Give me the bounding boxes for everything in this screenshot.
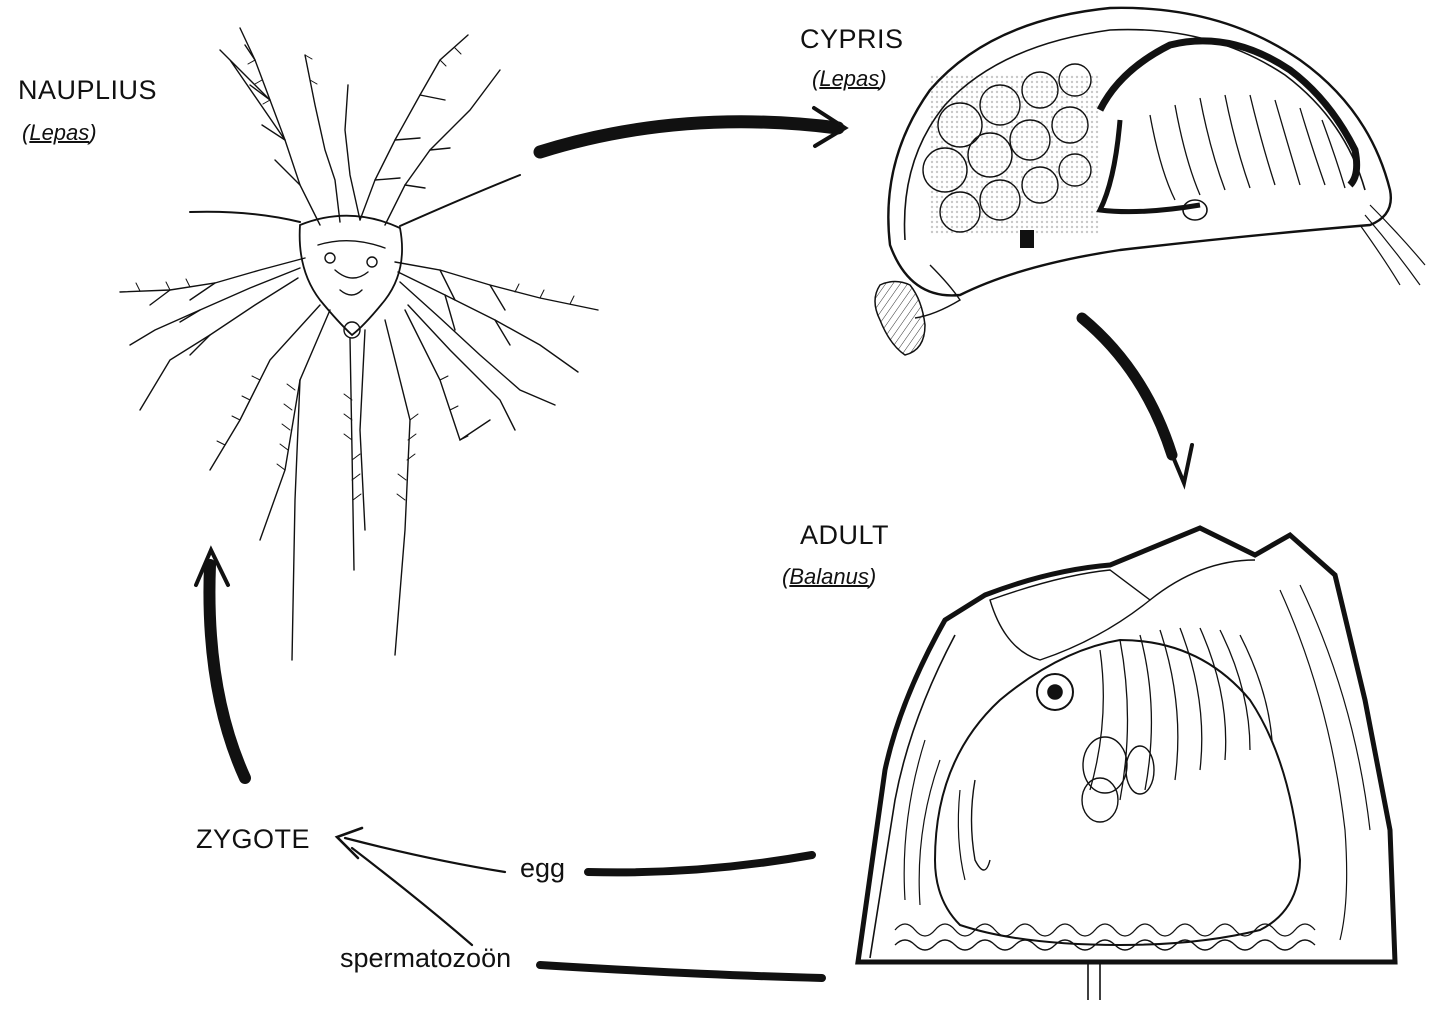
cypris-label: CYPRIS <box>800 26 904 53</box>
spermatozoon-label: spermatozoön <box>340 945 511 972</box>
nauplius-genus-text: Lepas <box>29 120 89 145</box>
arrow-egg <box>588 855 812 872</box>
arrows <box>196 108 1192 978</box>
egg-label: egg <box>520 855 565 882</box>
nauplius-genus: (Lepas) <box>22 122 97 144</box>
adult-genus-text: Balanus <box>789 564 869 589</box>
arrow-sperm <box>540 965 822 978</box>
cypris-genus: (Lepas) <box>812 68 887 90</box>
cypris-genus-text: Lepas <box>819 66 879 91</box>
arrow-zygote-to-nauplius <box>209 565 245 778</box>
cypris-larva-drawing <box>875 8 1425 355</box>
nauplius-label: NAUPLIUS <box>18 77 157 104</box>
arrow-cypris-to-adult <box>1082 318 1172 455</box>
nauplius-larva-drawing <box>120 28 598 660</box>
zygote-label: ZYGOTE <box>196 826 310 853</box>
arrow-nauplius-to-cypris <box>540 122 838 152</box>
adult-label: ADULT <box>800 522 889 549</box>
adult-barnacle-drawing <box>858 528 1395 1000</box>
adult-genus: (Balanus) <box>782 566 876 588</box>
